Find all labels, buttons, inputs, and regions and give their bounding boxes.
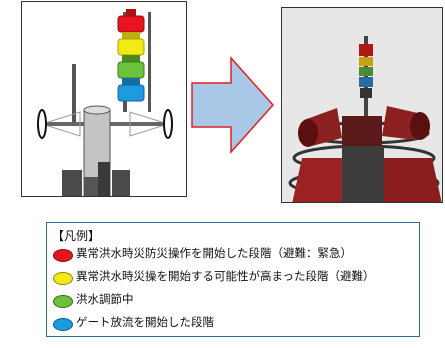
warning-lamp-illustration (21, 1, 187, 197)
mast-rod (72, 64, 76, 124)
left-speaker-horn (37, 109, 81, 139)
siren-photo (282, 8, 442, 202)
lamp-rod-back (148, 12, 151, 112)
right-arrow-icon (191, 56, 275, 154)
red-lamp-swatch-icon (53, 247, 73, 262)
legend-item-label: 異常洪水時災防災操作を開始した段階（避難：緊急） (76, 246, 352, 260)
blue-lamp-swatch-icon (53, 316, 73, 331)
legend-item: 異常洪水時災防災操作を開始した段階（避難：緊急） (53, 245, 352, 262)
legend-item: 洪水調節中 (53, 291, 134, 308)
photo-panel (281, 7, 443, 203)
legend-item-label: 異常洪水時災操を開始する可能性が高まった段階（避難） (76, 269, 375, 283)
legend-item-label: 洪水調節中 (76, 292, 134, 306)
legend-item-label: ゲート放流を開始した段階 (76, 315, 214, 329)
legend-box: 【凡例】 異常洪水時災防災操作を開始した段階（避難：緊急） 異常洪水時災操を開始… (46, 222, 420, 337)
legend-title: 【凡例】 (52, 229, 101, 243)
arrow-shape (191, 56, 275, 154)
warning-pole-drawing (37, 9, 173, 196)
legend-item: ゲート放流を開始した段階 (53, 314, 214, 331)
yellow-lamp-swatch-icon (53, 270, 73, 285)
photo-speakers (298, 106, 430, 147)
green-lamp-swatch-icon (53, 293, 73, 308)
legend-item: 異常洪水時災操を開始する可能性が高まった段階（避難） (53, 268, 375, 285)
right-speaker-horn (129, 109, 173, 139)
photo-lamps (359, 44, 373, 98)
stacked-lamps (117, 9, 145, 102)
pole-base (62, 162, 130, 196)
